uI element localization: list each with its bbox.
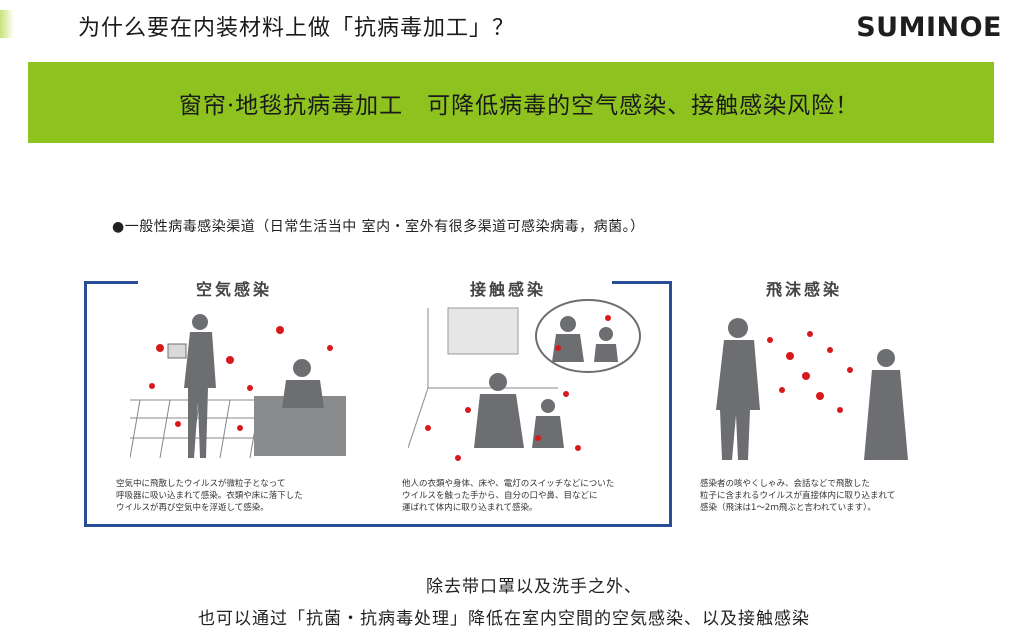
caption-line: 呼吸器に吸い込まれて感染。衣類や床に落下した: [116, 491, 303, 501]
caption-line: 粒子に含まれるウイルスが直接体内に取り込まれて: [700, 491, 896, 501]
virus-particles: [149, 326, 333, 431]
corner-accent: [0, 10, 14, 38]
slide-title: 为什么要在内装材料上做「抗病毒加工」？: [78, 16, 516, 41]
droplet-infection-illustration: [716, 318, 908, 460]
indoor-frame-cap-right: [612, 281, 669, 284]
man-figure: [716, 318, 760, 460]
panel-title-airborne: 空気感染: [196, 280, 273, 299]
mother-and-child-figure: [474, 373, 564, 448]
caption-line: 空気中に飛散したウイルスが微粒子となって: [116, 479, 286, 489]
droplet-particles: [767, 331, 853, 413]
seated-man-figure: [254, 359, 346, 456]
banner-text: 窗帘·地毯抗病毒加工 可降低病毒的空气感染、接触感染风险！: [178, 92, 860, 119]
airborne-infection-illustration: [130, 314, 346, 459]
headline-banner: 窗帘·地毯抗病毒加工 可降低病毒的空气感染、接触感染风险！: [28, 62, 994, 143]
panel-caption-droplet: 感染者の咳やくしゃみ、会話などで飛散した 粒子に含まれるウイルスが直接体内に取り…: [700, 478, 950, 514]
caption-line: ウイルスが再び空気中を浮遊して感染。: [116, 503, 269, 513]
caption-line: ウイルスを触った手から、自分の口や鼻、目などに: [402, 491, 598, 501]
panel-title-droplet: 飛沫感染: [766, 280, 843, 299]
caption-line: 感染者の咳やくしゃみ、会話などで飛散した: [700, 479, 870, 489]
closing-line-1: 除去带口罩以及洗手之外、: [426, 577, 642, 597]
caption-line: 運ばれて体内に取り込まれて感染。: [402, 503, 538, 513]
panel-caption-airborne: 空気中に飛散したウイルスが微粒子となって 呼吸器に吸い込まれて感染。衣類や床に落…: [116, 478, 366, 514]
window-curtain: [447, 307, 519, 355]
woman-figure: [864, 349, 908, 460]
brand-logo: SUMINOE: [856, 12, 1002, 43]
indoor-frame-cap-left: [84, 281, 138, 284]
virus-particles: [425, 315, 611, 461]
caption-line: 感染（飛沫は1～2ｍ飛ぶと言われています）。: [700, 503, 876, 513]
indoor-frame: [84, 281, 672, 527]
standing-woman-figure: [167, 314, 216, 458]
panel-title-contact: 接触感染: [470, 280, 547, 299]
infection-routes-heading: ●一般性病毒感染渠道（日常生活当中 室内・室外有很多渠道可感染病毒，病菌。）: [112, 219, 645, 235]
panel-caption-contact: 他人の衣類や身体、床や、電灯のスイッチなどについた ウイルスを触った手から、自分…: [402, 478, 652, 514]
thought-bubble: [535, 299, 641, 373]
thought-bubble-figures: [552, 316, 618, 362]
contact-infection-illustration: [408, 299, 641, 461]
caption-line: 他人の衣類や身体、床や、電灯のスイッチなどについた: [402, 479, 615, 489]
closing-line-2: 也可以通过「抗菌・抗病毒处理」降低在室内空間的空気感染、以及接触感染: [198, 609, 810, 629]
